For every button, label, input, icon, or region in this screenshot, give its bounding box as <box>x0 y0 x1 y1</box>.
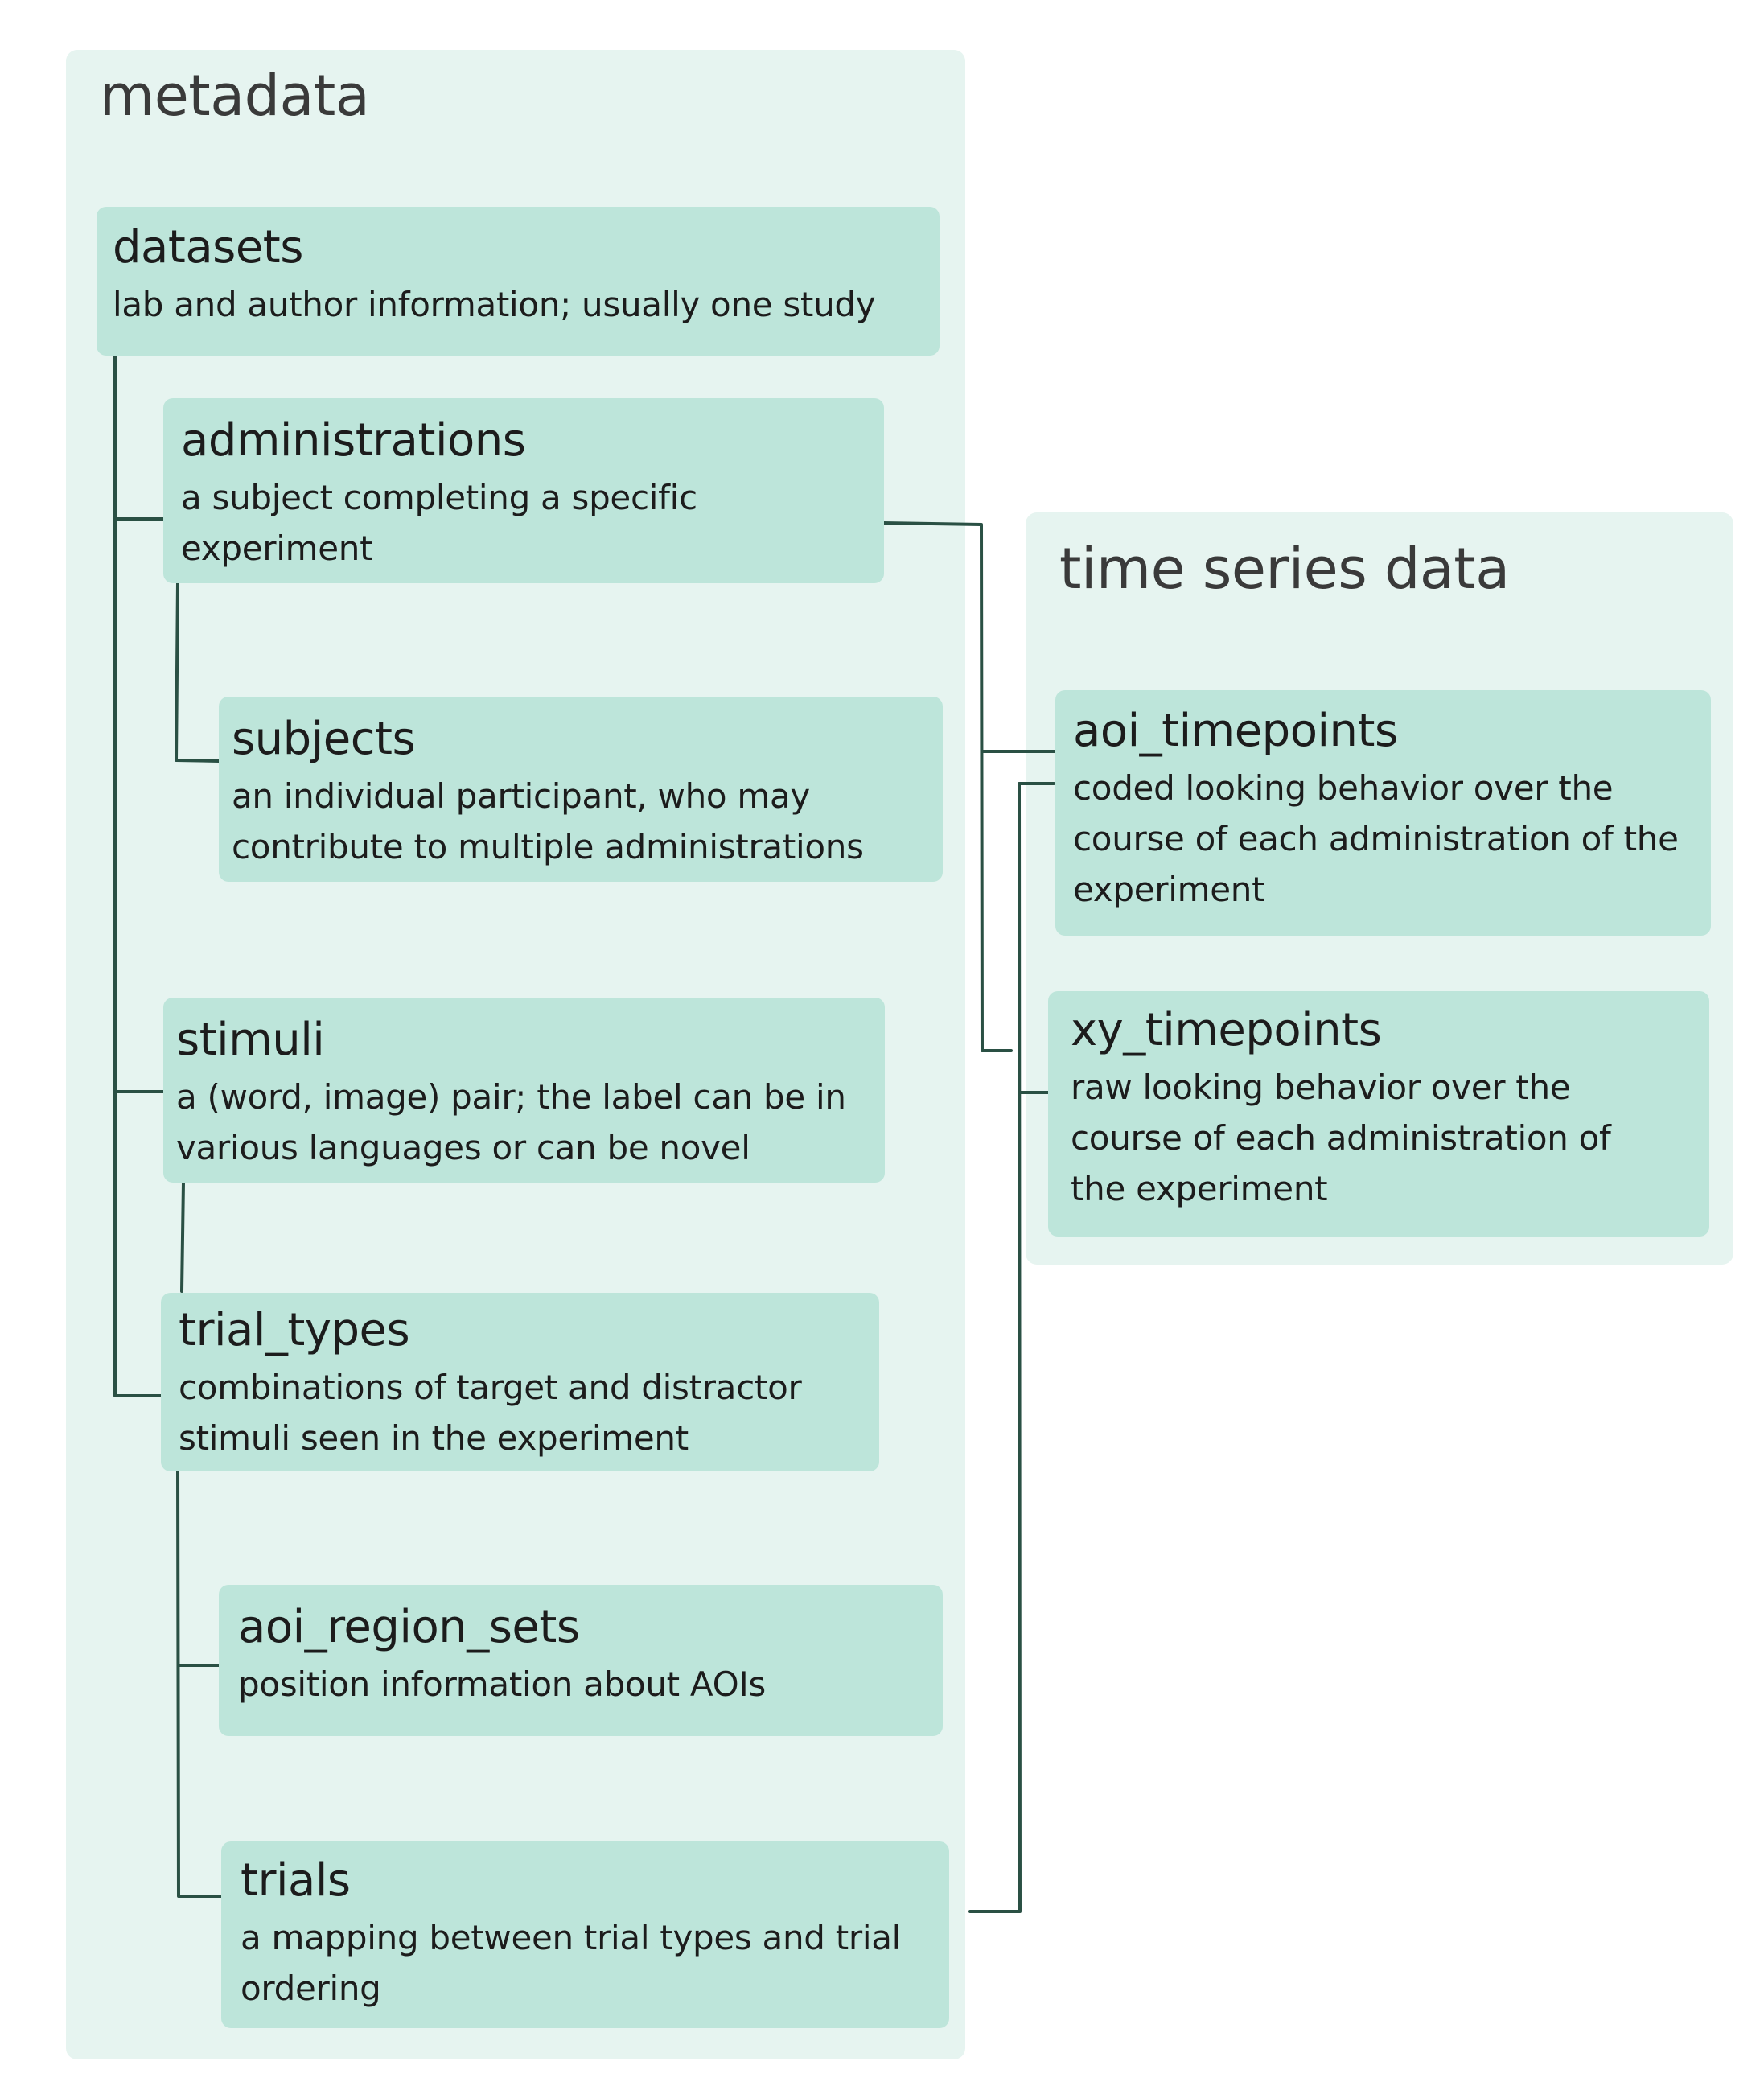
table-xy-timepoints-desc: raw looking behavior over the course of … <box>1071 1068 1611 1208</box>
table-subjects: subjects an individual participant, who … <box>219 697 943 882</box>
table-stimuli-name: stimuli <box>176 1014 325 1066</box>
metadata-group-title: metadata <box>100 63 370 129</box>
table-trials: trials a mapping between trial types and… <box>221 1841 949 2028</box>
table-stimuli: stimuli a (word, image) pair; the label … <box>163 998 885 1183</box>
table-xy-timepoints: xy_timepoints raw looking behavior over … <box>1048 991 1709 1237</box>
time-series-group-title: time series data <box>1059 536 1510 602</box>
table-datasets: datasets lab and author information; usu… <box>97 207 940 356</box>
table-stimuli-desc: a (word, image) pair; the label can be i… <box>176 1077 846 1167</box>
table-trials-desc: a mapping between trial types and trial … <box>241 1918 902 2008</box>
table-xy-timepoints-name: xy_timepoints <box>1071 1004 1382 1056</box>
table-trial-types: trial_types combinations of target and d… <box>161 1293 879 1471</box>
table-administrations-name: administrations <box>181 414 526 467</box>
table-aoi-timepoints: aoi_timepoints coded looking behavior ov… <box>1055 690 1711 936</box>
table-aoi-region-sets: aoi_region_sets position information abo… <box>219 1585 943 1736</box>
table-subjects-desc: an individual participant, who may contr… <box>232 776 864 866</box>
table-aoi-timepoints-desc: coded looking behavior over the course o… <box>1073 768 1679 909</box>
table-administrations-desc: a subject completing a specific experime… <box>181 478 697 568</box>
table-aoi-timepoints-name: aoi_timepoints <box>1073 705 1398 757</box>
table-aoi-region-sets-name: aoi_region_sets <box>238 1601 580 1653</box>
table-trial-types-desc: combinations of target and distractor st… <box>179 1368 802 1458</box>
table-administrations: administrations a subject completing a s… <box>163 398 884 583</box>
table-datasets-desc: lab and author information; usually one … <box>113 285 876 324</box>
table-aoi-region-sets-desc: position information about AOIs <box>238 1664 767 1704</box>
table-trials-name: trials <box>241 1854 351 1907</box>
table-datasets-name: datasets <box>113 221 303 274</box>
table-trial-types-name: trial_types <box>179 1304 410 1356</box>
table-subjects-name: subjects <box>232 713 416 765</box>
